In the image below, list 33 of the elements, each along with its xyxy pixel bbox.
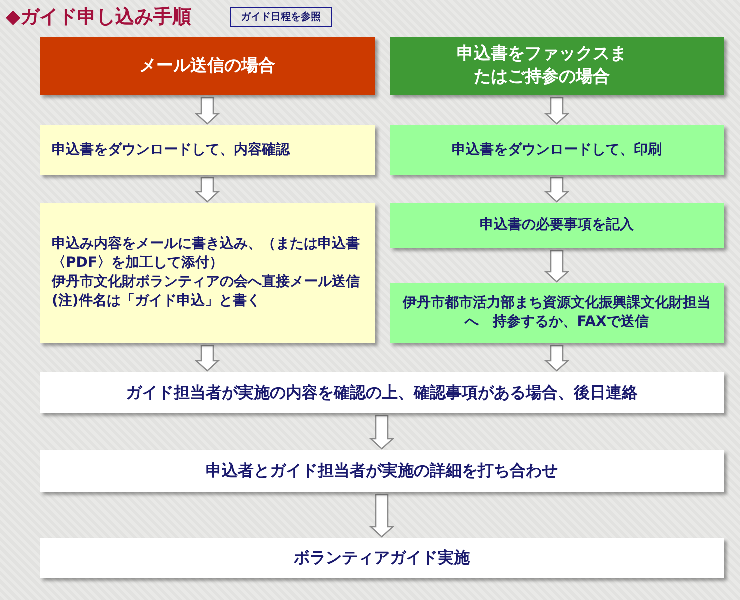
- block-arrow: [544, 345, 570, 372]
- block-arrow: [194, 97, 220, 125]
- step-text: メール送信の場合: [138, 54, 276, 78]
- link-label: ガイド日程を参照: [230, 7, 332, 27]
- block-arrow: [544, 97, 570, 125]
- block-arrow: [194, 345, 220, 372]
- step-box: [40, 125, 375, 175]
- step-text: 伊丹市都市活力部まち資源文化振興課文化財担当へ 持参するか、FAXで送信: [402, 294, 712, 332]
- block-arrow: [369, 494, 395, 538]
- header-box: [40, 37, 375, 95]
- step-box: [390, 125, 724, 175]
- step-text: 申込書をダウンロードして、内容確認: [52, 140, 292, 160]
- block-arrow: [194, 177, 220, 203]
- step-text: ガイド担当者が実施の内容を確認の上、確認事項がある場合、後日連絡: [125, 382, 639, 404]
- step-text: 伊丹市文化財ボランティアの会へ直接メール送信: [52, 273, 361, 292]
- header-box: [390, 37, 724, 95]
- block-arrow: [544, 177, 570, 203]
- block-arrow: [369, 415, 395, 450]
- step-text: 申込書をファックスまたはご持参の場合: [456, 43, 628, 89]
- step-box: [390, 283, 724, 343]
- step-text: 申込み内容をメールに書き込み、（または申込書〈PDF〉を加工して添付）: [52, 235, 361, 273]
- step-text: 申込書をダウンロードして、印刷: [451, 140, 663, 160]
- step-box: [390, 203, 724, 248]
- block-arrow: [544, 250, 570, 283]
- step-box: [40, 203, 375, 343]
- page-title: ◆ガイド申し込み手順: [6, 5, 192, 30]
- step-text: 申込者とガイド担当者が実施の詳細を打ち合わせ: [205, 460, 559, 482]
- step-box: [40, 372, 724, 413]
- step-text: ボランティアガイド実施: [293, 547, 471, 569]
- step-box: [40, 538, 724, 578]
- step-text: (注)件名は「ガイド申込」と書く: [52, 292, 262, 311]
- step-box: [40, 450, 724, 492]
- step-text: 申込書の必要事項を記入: [479, 216, 635, 235]
